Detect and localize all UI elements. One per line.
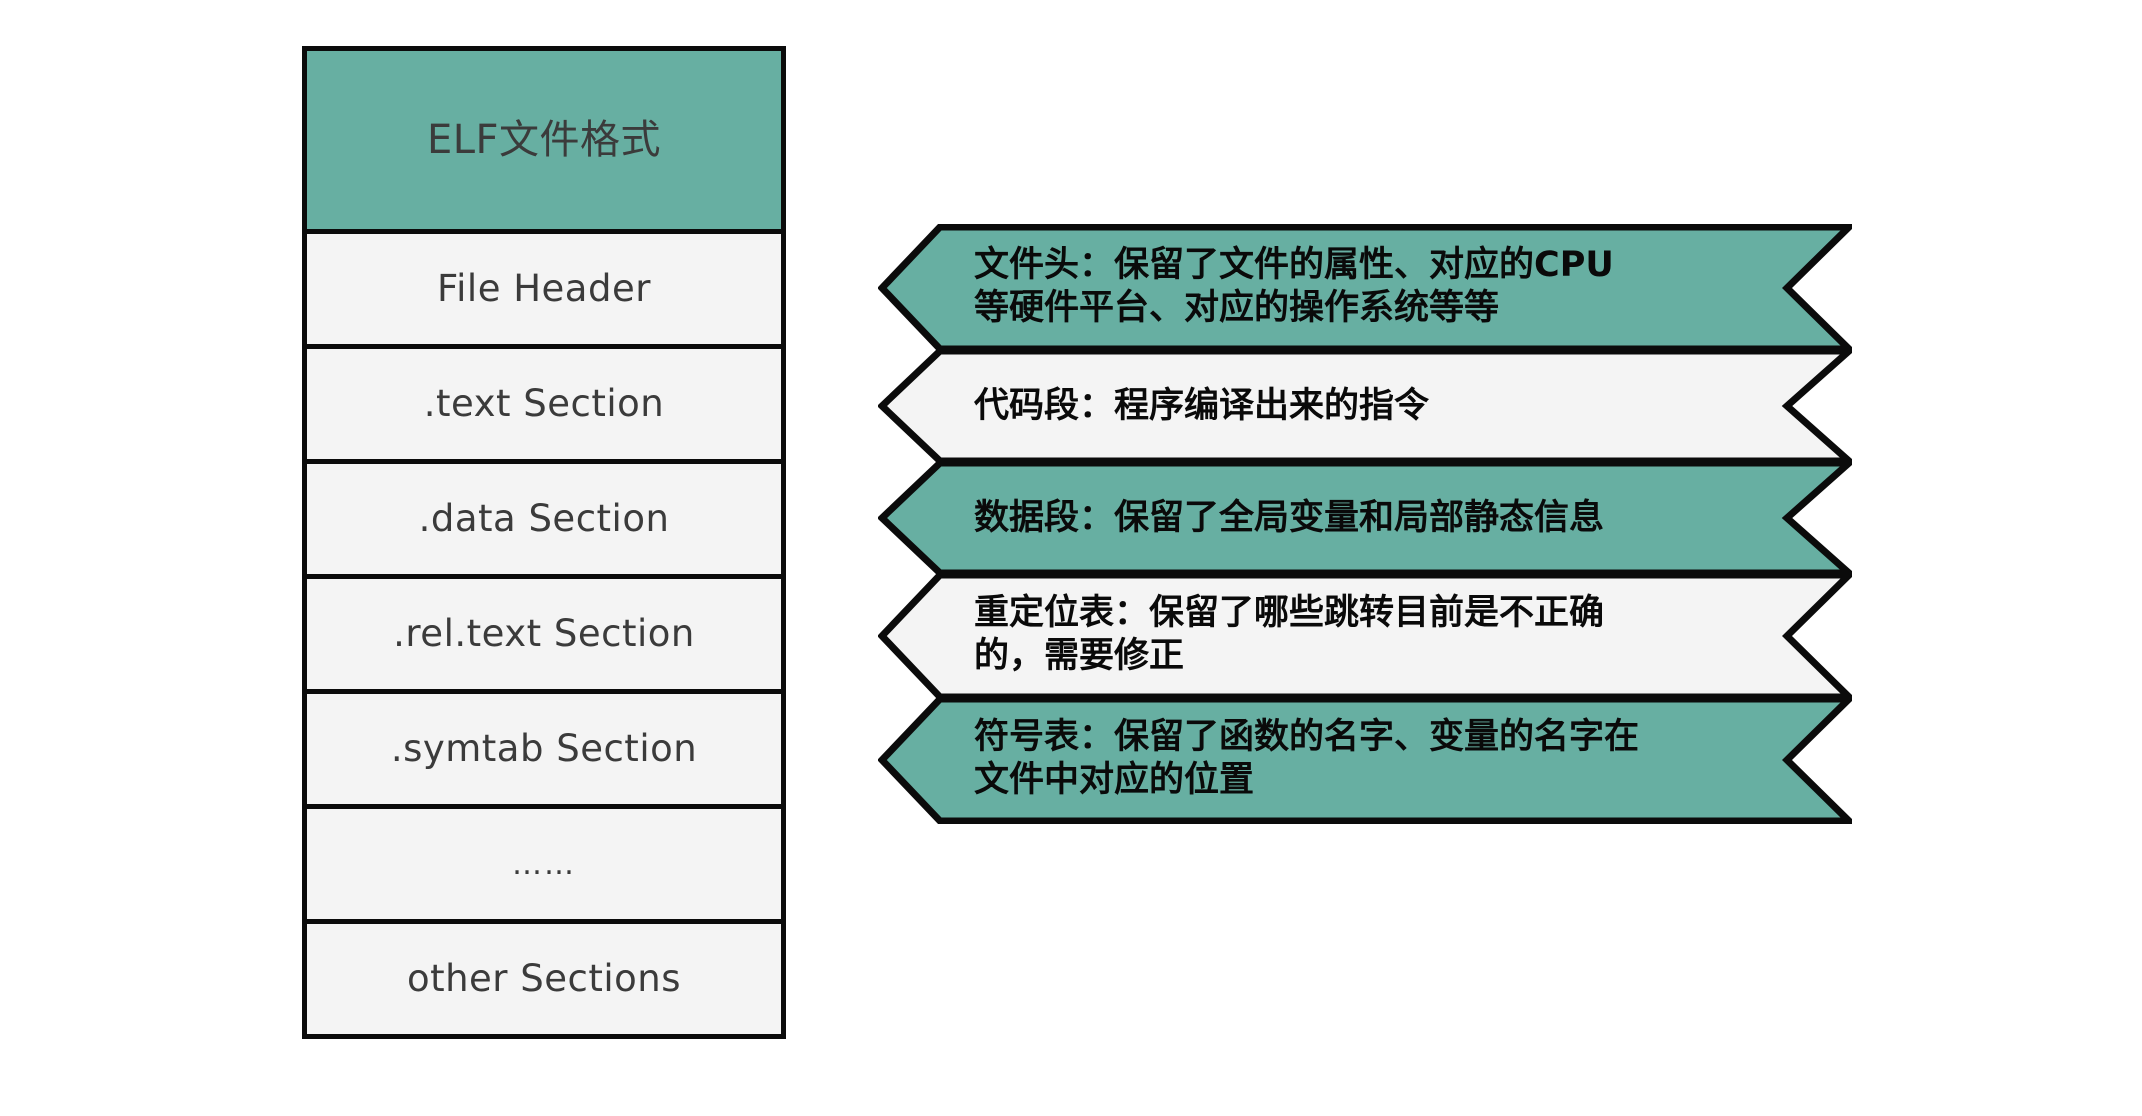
elf-stack-row-label: other Sections [406, 956, 682, 1000]
elf-stack-row: .data Section [302, 459, 786, 579]
elf-stack-title: ELF文件格式 [426, 117, 662, 163]
elf-stack-row-label: .rel.text Section [393, 611, 695, 655]
elf-stack-row-label: …… [512, 846, 576, 882]
chevron-shape [878, 348, 1852, 464]
chevron-shape [878, 460, 1852, 576]
chevron-banner: 符号表：保留了函数的名字、变量的名字在文件中对应的位置 [878, 696, 1852, 824]
elf-stack-row-label: .text Section [423, 381, 665, 425]
chevron-shape [878, 696, 1852, 824]
elf-stack-row: other Sections [302, 919, 786, 1039]
elf-stack-row: …… [302, 804, 786, 924]
elf-stack-row: .text Section [302, 344, 786, 464]
chevron-shape [878, 572, 1852, 700]
elf-stack-row: File Header [302, 229, 786, 349]
elf-stack-row-label: File Header [437, 266, 651, 310]
chevron-banner: 代码段：程序编译出来的指令 [878, 348, 1852, 464]
elf-stack-row: .rel.text Section [302, 574, 786, 694]
elf-file-format-stack: ELF文件格式 File Header .text Section .data Sec… [302, 46, 786, 1039]
chevron-banner: 重定位表：保留了哪些跳转目前是不正确的，需要修正 [878, 572, 1852, 700]
elf-stack-header: ELF文件格式 [302, 46, 786, 234]
chevron-shape [878, 224, 1852, 352]
elf-stack-row-label: .symtab Section [390, 726, 698, 770]
elf-stack-row: .symtab Section [302, 689, 786, 809]
chevron-banner: 数据段：保留了全局变量和局部静态信息 [878, 460, 1852, 576]
elf-stack-row-label: .data Section [418, 496, 670, 540]
